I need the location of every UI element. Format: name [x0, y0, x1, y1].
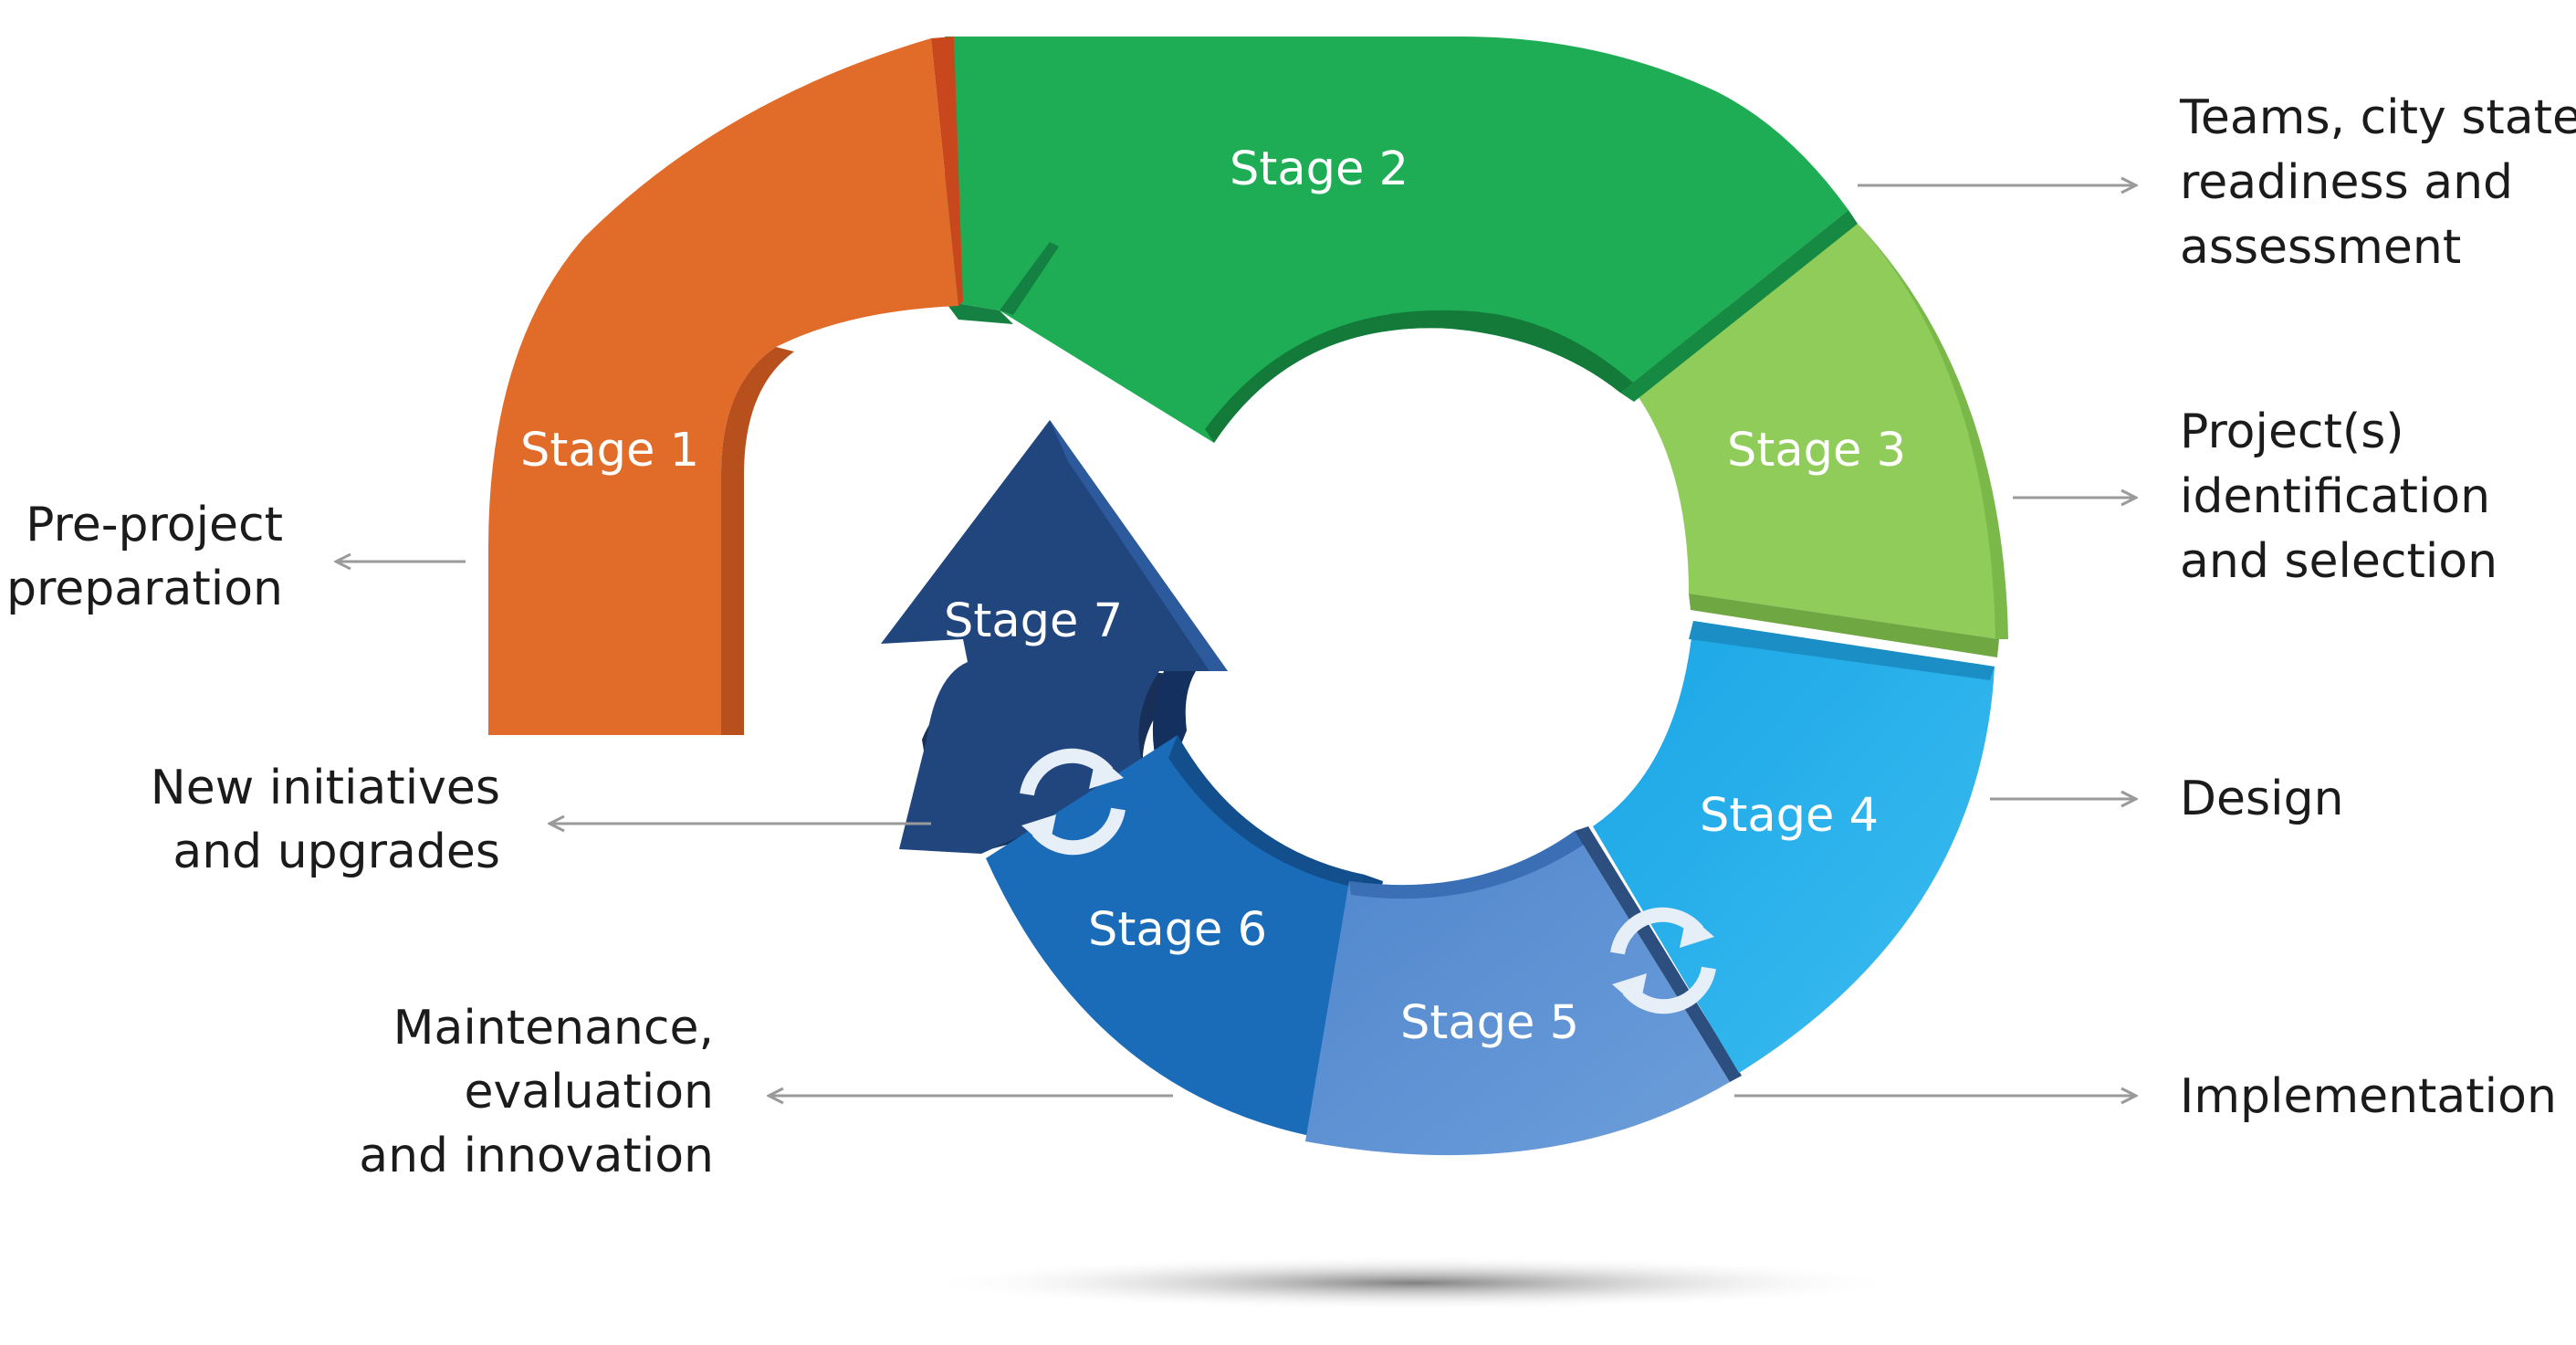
ground-shadow	[922, 1256, 1908, 1310]
stage-4-segment	[1593, 621, 1995, 1073]
stage-6-description-line: evaluation	[464, 1065, 714, 1119]
stage-6-description: Maintenance, evaluation and innovation	[359, 1001, 714, 1183]
cycle-arrows-icon	[1020, 748, 1126, 856]
stage-1-description-line: preparation	[6, 562, 283, 616]
stage-5-description: Implementation	[2180, 1069, 2557, 1124]
stage-5-description-line: Implementation	[2180, 1069, 2557, 1124]
stage-4-label: Stage 4	[1700, 789, 1879, 843]
stage-4-description: Design	[2180, 772, 2344, 826]
stage-4-description-line: Design	[2180, 772, 2344, 826]
stage-3-description-line: identification	[2180, 469, 2490, 524]
stage-1-label: Stage 1	[520, 424, 699, 478]
stage-6-description-line: Maintenance,	[393, 1001, 714, 1056]
stage-2-label: Stage 2	[1230, 142, 1408, 196]
stage-7-description-line: and upgrades	[173, 825, 500, 879]
stage-2-segment	[945, 37, 1858, 443]
cycle-arrows-icon	[1610, 907, 1716, 1014]
stage-2-description-line: readiness and	[2180, 155, 2513, 210]
stage-2-description-line: Teams, city state,	[2179, 90, 2576, 145]
stage-6-label: Stage 6	[1088, 903, 1267, 957]
stage-5-segment	[1305, 826, 1742, 1156]
stage-1-segment	[488, 37, 963, 735]
stage-1-description-line: Pre-project	[26, 498, 283, 552]
stage-3-description-line: Project(s)	[2180, 405, 2404, 459]
stage-6-description-line: and innovation	[359, 1129, 714, 1183]
stage-1-description: Pre-project preparation	[6, 498, 283, 616]
stage-3-description: Project(s) identification and selection	[2180, 405, 2497, 589]
stage-2-description-line: assessment	[2180, 220, 2461, 275]
stage-7-description: New initiatives and upgrades	[151, 761, 500, 879]
stage-7-description-line: New initiatives	[151, 761, 500, 815]
stage-3-label: Stage 3	[1727, 424, 1906, 478]
stage-7-label: Stage 7	[944, 594, 1123, 648]
stage-5-label: Stage 5	[1400, 996, 1579, 1050]
stage-3-description-line: and selection	[2180, 534, 2497, 589]
stage-2-description: Teams, city state, readiness and assessm…	[2179, 90, 2576, 275]
